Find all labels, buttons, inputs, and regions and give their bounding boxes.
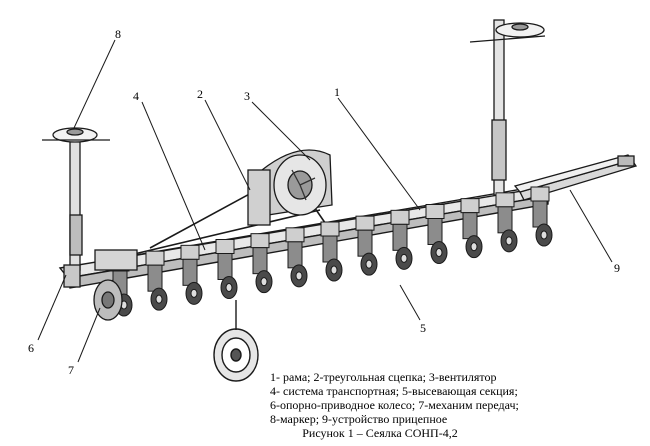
support-drive-wheel <box>213 300 259 382</box>
seeding-section-unit <box>390 209 413 270</box>
seeding-section-unit <box>425 204 448 264</box>
callout-labels: 8 4 2 3 1 5 6 7 9 <box>28 27 620 377</box>
seeding-sections <box>110 186 553 317</box>
fan <box>247 149 333 226</box>
seeding-section-unit <box>320 221 343 282</box>
callout-5: 5 <box>420 321 426 335</box>
transmission-mechanism <box>63 249 138 321</box>
legend-line-2: 4- система транспортная; 5-высевающая се… <box>270 384 518 398</box>
seeding-section-unit <box>355 215 378 276</box>
callout-1: 1 <box>334 85 340 99</box>
seeding-section-unit <box>460 198 483 259</box>
seeding-section-unit <box>250 233 273 294</box>
leader-lines <box>37 39 613 363</box>
marker-left <box>42 127 110 271</box>
callout-2: 2 <box>197 87 203 101</box>
callout-8: 8 <box>115 27 121 41</box>
seeding-section-unit <box>530 186 553 247</box>
seeding-section-unit <box>285 227 308 288</box>
callout-6: 6 <box>28 341 34 355</box>
callout-4: 4 <box>133 89 139 103</box>
seeding-section-unit <box>215 239 238 299</box>
legend-line-3: 6-опорно-приводное колесо; 7-механим пер… <box>270 398 519 412</box>
caption-text: Рисунок 1 – Сеялка СОНП-4,2 <box>302 426 458 440</box>
callout-3: 3 <box>244 89 250 103</box>
seeding-section-unit <box>495 192 518 253</box>
callout-7: 7 <box>68 363 74 377</box>
figure-caption: Рисунок 1 – Сеялка СОНП-4,2 <box>0 426 650 441</box>
legend-line-4: 8-маркер; 9-устройство прицепное <box>270 412 448 426</box>
seeding-section-unit <box>180 244 203 305</box>
callout-9: 9 <box>614 261 620 275</box>
seeding-section-unit <box>145 250 168 311</box>
marker-right <box>469 19 546 196</box>
legend-line-1: 1- рама; 2-треугольная сцепка; 3-вентиля… <box>270 370 497 384</box>
legend: 1- рама; 2-треугольная сцепка; 3-вентиля… <box>270 370 640 426</box>
